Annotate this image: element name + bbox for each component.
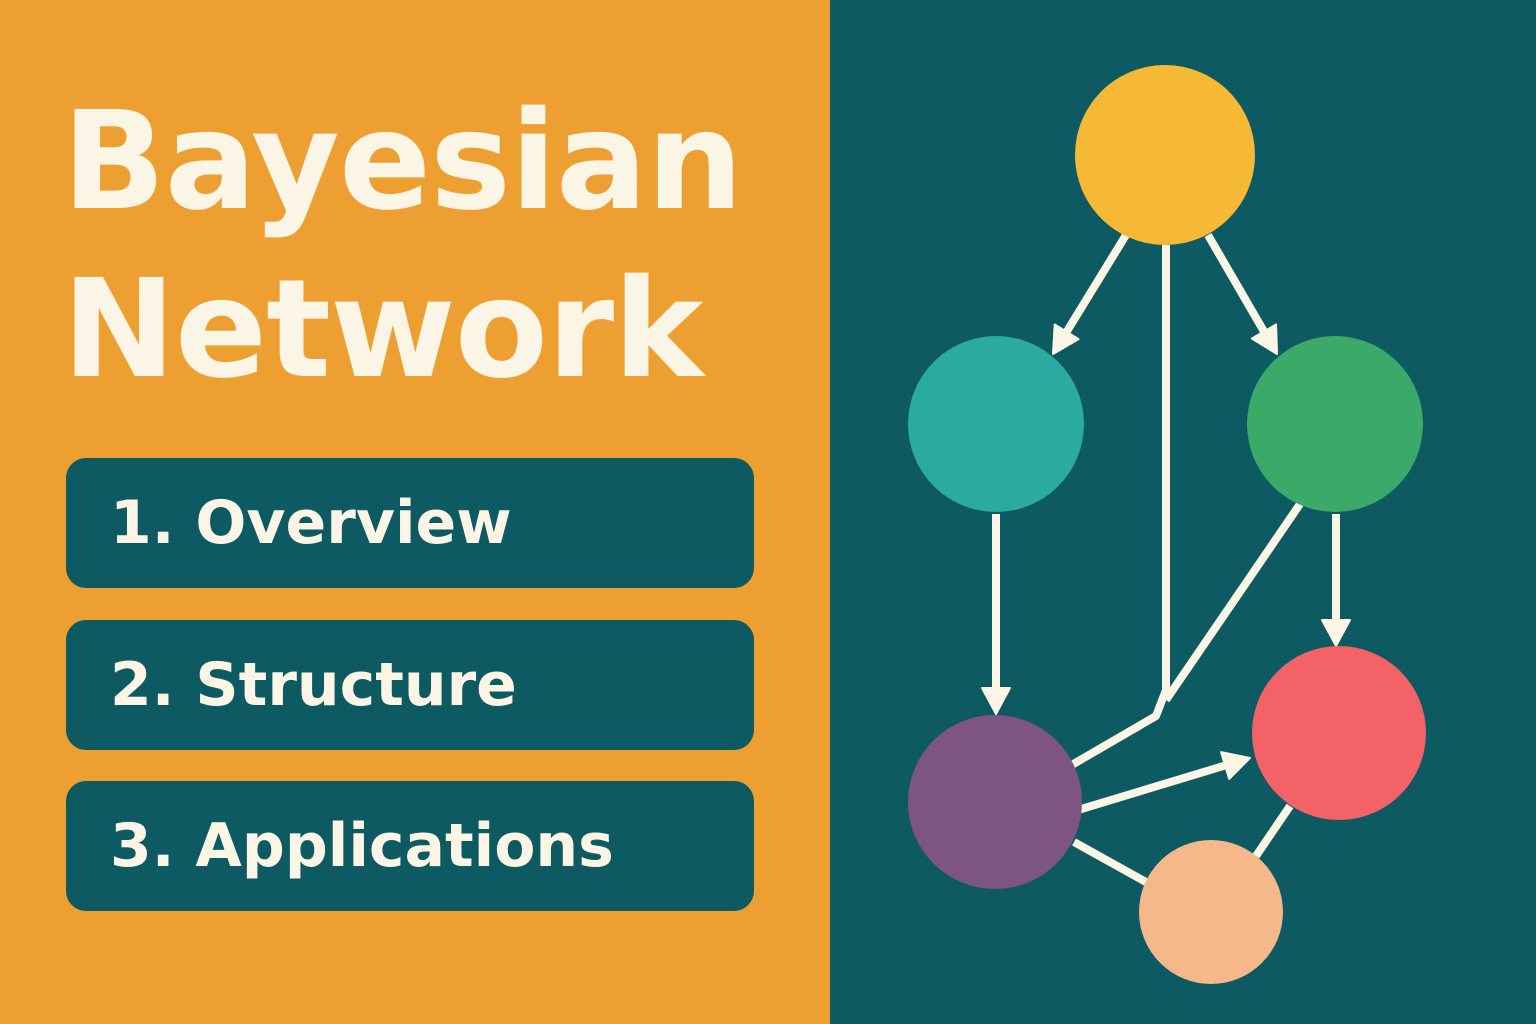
edge-purple-peach xyxy=(1072,838,1148,886)
edge-line xyxy=(1076,759,1234,814)
edge-top-purple xyxy=(1067,245,1170,770)
edge-purple-red xyxy=(1076,751,1251,814)
edge-top-teal xyxy=(1052,232,1130,355)
edge-teal-purple xyxy=(981,514,1011,715)
edge-green-red xyxy=(1321,514,1351,647)
bayesian-network-diagram xyxy=(908,65,1426,984)
title-line-2: Network xyxy=(62,251,704,409)
edge-line xyxy=(1072,838,1148,886)
arrowhead-icon xyxy=(1250,323,1278,355)
edge-line xyxy=(1252,803,1294,859)
menu-item-structure[interactable]: 2. Structure xyxy=(66,620,754,750)
edge-line xyxy=(1067,245,1170,770)
edge-top-green xyxy=(1204,232,1278,355)
diagram-edges xyxy=(981,232,1351,886)
right-panel xyxy=(830,0,1536,1024)
title-line-1: Bayesian xyxy=(62,83,743,241)
edge-line xyxy=(1204,232,1272,341)
node-teal xyxy=(908,336,1084,512)
edge-line xyxy=(1162,501,1304,703)
left-panel: Bayesian Network 1. Overview 2. Structur… xyxy=(0,0,830,1024)
edge-red-peach xyxy=(1252,803,1294,859)
menu-item-overview[interactable]: 1. Overview xyxy=(66,458,754,588)
menu-item-applications[interactable]: 3. Applications xyxy=(66,781,754,911)
node-red xyxy=(1252,646,1426,820)
arrowhead-icon xyxy=(1052,323,1080,355)
arrowhead-icon xyxy=(1220,751,1251,780)
node-green xyxy=(1247,336,1423,512)
node-purple xyxy=(908,715,1082,889)
arrowhead-icon xyxy=(981,687,1011,715)
arrowhead-icon xyxy=(1321,619,1351,647)
edge-green-purple xyxy=(1162,501,1304,703)
diagram-nodes xyxy=(908,65,1426,984)
node-top xyxy=(1075,65,1255,245)
edge-line xyxy=(1059,232,1130,341)
node-peach xyxy=(1139,840,1283,984)
